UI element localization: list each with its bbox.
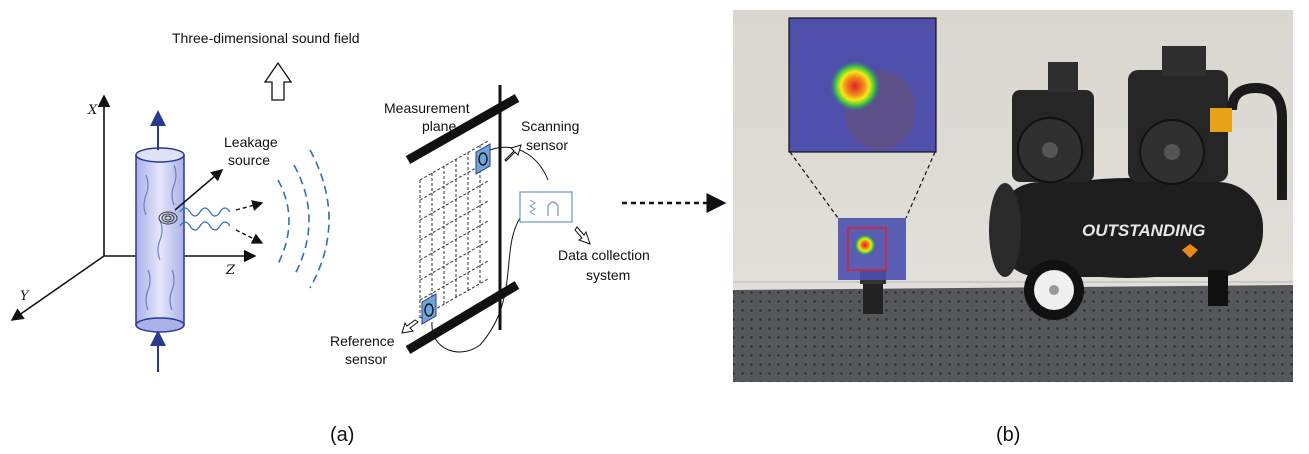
reference-sensor-icon [421,293,437,325]
caption-b: (b) [996,424,1020,446]
scanning-label-2: sensor [526,137,568,153]
panel-b-photo: OUTSTANDING [733,10,1293,446]
data-collection-label-1: Data collection [558,247,650,263]
measurement-label-2: plane [422,118,456,134]
data-collection-label-2: system [586,267,630,283]
emission-waves [179,149,330,289]
data-collection-box [519,191,573,223]
reference-hollow-arrow-icon [401,319,419,334]
scanning-label-1: Scanning [521,118,579,134]
compressor-brand: OUTSTANDING [1082,221,1205,240]
axis-label-z: Z [225,263,236,278]
scanning-sensor-icon [475,143,491,175]
coordinate-axes [10,94,257,321]
axis-label-y: Y [20,289,30,304]
leakage-pointer [174,169,224,211]
measurement-plane [405,85,549,354]
measurement-label-1: Measurement [384,100,470,116]
zoom-lines [789,151,936,219]
pipe [135,110,185,372]
axis-label-x: X [87,103,98,118]
air-compressor: OUTSTANDING [989,46,1287,320]
leakage-label-1: Leakage [224,134,278,150]
reference-label-2: sensor [345,351,387,367]
caption-a: (a) [330,424,354,446]
zoomed-heatmap [788,17,937,153]
sensor-stand [863,282,883,314]
sound-field-title: Three-dimensional sound field [172,30,360,46]
panel-a: Three-dimensional sound field X Z Y [10,30,650,446]
sensor-cable [431,146,549,353]
hollow-up-arrow-icon [263,61,293,101]
scanning-hollow-arrow-icon [504,144,522,162]
leakage-label-2: source [228,152,270,168]
leakage-source-icon [158,211,178,225]
data-collection-hollow-arrow-icon [574,226,591,245]
small-heatmap [838,218,906,280]
reference-label-1: Reference [330,333,395,349]
